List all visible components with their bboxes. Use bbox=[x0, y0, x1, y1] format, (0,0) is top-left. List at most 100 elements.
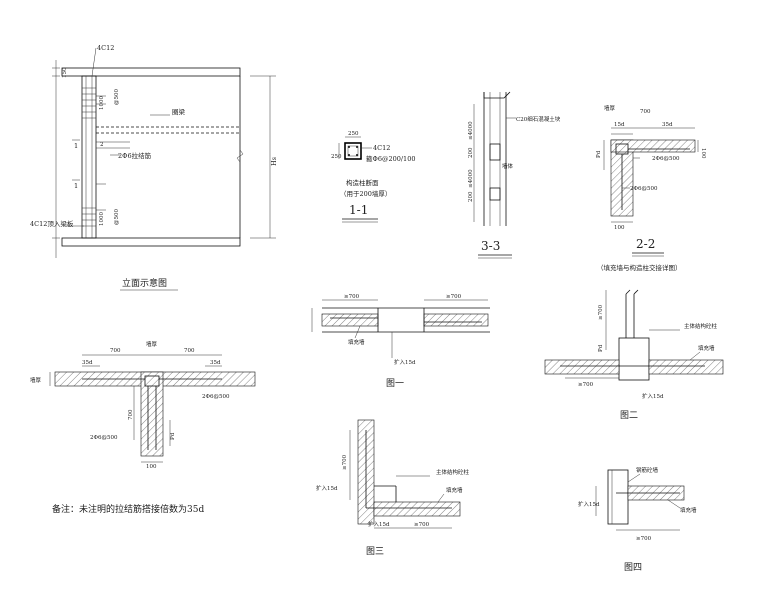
section-1-1-width: 250 bbox=[348, 131, 359, 137]
fig3-dim-h: ≥700 bbox=[414, 522, 430, 528]
fig3-col-label: 主体结构砼柱 bbox=[436, 468, 470, 476]
fig2-col-label: 主体结构砼柱 bbox=[684, 322, 718, 330]
section-2-2-dim-pd: Pd bbox=[596, 150, 602, 158]
fig3-wall bbox=[373, 501, 461, 517]
elevation-section-mark-1b: 1 bbox=[74, 182, 78, 190]
fig3-wall-label: 填充墙 bbox=[446, 486, 463, 494]
figure-1: ≥700 ≥700 填充墙 扩入15d 图一 bbox=[311, 294, 490, 389]
section-2-2-dim-15d: 15d bbox=[614, 122, 625, 128]
section-1-1-rebar: 4C12 bbox=[373, 144, 390, 152]
figure-4: 钢筋砼墙 填充墙 扩入15d ≥700 图四 bbox=[578, 466, 697, 573]
fig2-dim-h: ≥700 bbox=[578, 382, 594, 388]
fig1-anchor: 扩入15d bbox=[394, 358, 416, 366]
plan-t-dim-pd: Pd bbox=[170, 432, 176, 440]
fig2-dim-v: ≥700 bbox=[598, 304, 604, 320]
section-1-1-title: 1-1 bbox=[349, 203, 368, 217]
fig4-wall-label: 填充墙 bbox=[680, 506, 697, 514]
section-3-3-wall-label: 墙体 bbox=[502, 162, 514, 170]
fig1-title: 图一 bbox=[386, 378, 404, 389]
plan-t-dim-left: 700 bbox=[110, 348, 121, 354]
fig3-anchor-h: 扩入15d bbox=[368, 520, 390, 528]
fig2-title: 图二 bbox=[620, 410, 638, 421]
fig1-wall-left bbox=[321, 313, 379, 327]
figure-3: 主体结构砼柱 填充墙 ≥700 扩入15d 扩入15d ≥700 图三 bbox=[316, 419, 470, 557]
section-1-1: 250 250 4C12 箍Φ6@200/100 构造柱断面 （用于200墙厚）… bbox=[331, 131, 415, 223]
elevation-dim-150: 150 bbox=[62, 67, 68, 78]
fig2-column bbox=[618, 337, 650, 381]
section-2-2-rebar-right: 2Φ6@500 bbox=[652, 155, 680, 162]
fig4-col-label: 钢筋砼墙 bbox=[636, 466, 659, 474]
plan-t-column bbox=[140, 371, 164, 457]
fig2-wall-left bbox=[544, 359, 620, 375]
plan-t-wall-thick: 墙厚 bbox=[146, 340, 158, 348]
fig3-dim-v: ≥700 bbox=[342, 454, 348, 470]
plan-t-dim-35d-l: 35d bbox=[82, 360, 93, 366]
plan-t-dim-700v: 700 bbox=[128, 409, 134, 420]
section-3-3-block-2 bbox=[489, 187, 501, 201]
fig2-anchor: 扩入15d bbox=[642, 392, 664, 400]
fig4-dim-h: ≥700 bbox=[636, 536, 652, 542]
section-3-3-beam-label: C20细石混凝土块 bbox=[516, 115, 561, 123]
section-2-2-wall-thick: 墙厚 bbox=[604, 104, 616, 112]
remark-note: 备注：未注明的拉结筋搭接倍数为35d bbox=[52, 503, 204, 515]
plan-t-dim-35d-r: 35d bbox=[210, 360, 221, 366]
section-2-2-dim-700: 700 bbox=[640, 109, 651, 115]
section-2-2-rebar-down: 2Φ6@500 bbox=[630, 185, 658, 192]
fig4-anchor: 扩入15d bbox=[578, 500, 600, 508]
elevation-bottom-slab bbox=[61, 237, 241, 247]
elevation-top-slab bbox=[61, 67, 241, 77]
fig2-wall-right bbox=[648, 359, 724, 375]
elevation-tie-label: 2Φ6拉结筋 bbox=[118, 151, 152, 160]
section-3-3-dim-200a: 200 bbox=[468, 147, 474, 158]
plan-t-rebar-h: 2Φ6@500 bbox=[202, 393, 230, 400]
elevation-top-rebar: 4C12 bbox=[97, 44, 114, 52]
section-3-3-dim-mid: ≤4000 bbox=[468, 169, 474, 188]
elevation-dim-1000-top: 1000 bbox=[99, 96, 105, 110]
section-2-2-dim-35d: 35d bbox=[662, 122, 673, 128]
fig2-wall-label: 填充墙 bbox=[698, 344, 715, 352]
plan-t-junction: 墙厚 700 700 35d 35d 2Φ6@500 2Φ6@500 700 P… bbox=[30, 340, 256, 470]
fig2-dim-pd: Pd bbox=[598, 344, 604, 352]
fig1-wall-label: 填充墙 bbox=[348, 338, 365, 346]
elevation-diagram: 4C12 150 1000 @500 圈梁 2Φ6拉结筋 1 1 2 1000 … bbox=[30, 44, 278, 291]
plan-t-dim-100: 100 bbox=[146, 464, 157, 470]
section-3-3-dim-top: ≤4000 bbox=[468, 121, 474, 140]
elevation-beam-label: 圈梁 bbox=[172, 107, 186, 116]
section-3-3-dim-200b: 200 bbox=[468, 191, 474, 202]
elevation-height-label: Hs bbox=[270, 157, 278, 166]
section-2-2: 墙厚 700 15d 35d 100 2Φ6@500 2Φ6@500 Pd 10… bbox=[596, 104, 706, 272]
elevation-bottom-rebar: 4C12顶入梁板 bbox=[30, 219, 74, 228]
section-2-2-dim-100: 100 bbox=[700, 148, 706, 159]
section-3-3: C20细石混凝土块 墙体 ≤4000 200 ≤4000 200 3-3 bbox=[468, 91, 561, 259]
section-2-2-caption: （填充墙与构造柱交接详图） bbox=[597, 263, 682, 272]
elevation-dim-500-bottom: @500 bbox=[113, 209, 120, 225]
section-1-1-column bbox=[344, 142, 362, 160]
section-2-2-title: 2-2 bbox=[636, 237, 655, 251]
fig1-dim-right: ≥700 bbox=[446, 294, 462, 300]
fig4-column bbox=[607, 469, 629, 525]
section-2-2-dim-bottom: 100 bbox=[614, 225, 625, 231]
elevation-section-mark-2: 2 bbox=[100, 142, 104, 148]
fig4-title: 图四 bbox=[624, 562, 642, 573]
elevation-column bbox=[81, 75, 97, 239]
section-1-1-note-2: （用于200墙厚） bbox=[340, 189, 391, 198]
elevation-title: 立面示意图 bbox=[122, 277, 167, 289]
section-1-1-stirrup: 箍Φ6@200/100 bbox=[366, 154, 415, 163]
figure-2: 主体结构砼柱 填充墙 ≥700 Pd ≥700 扩入15d 图二 bbox=[544, 289, 724, 421]
elevation-section-mark-1: 1 bbox=[74, 142, 78, 150]
plan-t-dim-right: 700 bbox=[184, 348, 195, 354]
elevation-dim-1000-bottom: 1000 bbox=[99, 212, 105, 226]
fig3-anchor-v: 扩入15d bbox=[316, 484, 338, 492]
fig1-dim-left: ≥700 bbox=[344, 294, 360, 300]
section-3-3-block-1 bbox=[489, 143, 501, 161]
fig3-title: 图三 bbox=[366, 546, 384, 557]
section-1-1-note-1: 构造柱断面 bbox=[346, 178, 379, 187]
elevation-dim-500-top: @500 bbox=[113, 89, 120, 105]
section-3-3-title: 3-3 bbox=[481, 239, 500, 253]
fig1-wall-right bbox=[423, 313, 489, 327]
section-2-2-wall bbox=[610, 139, 696, 153]
section-1-1-height: 250 bbox=[331, 154, 342, 160]
plan-t-left-label: 墙厚 bbox=[30, 376, 42, 384]
plan-t-rebar-v: 2Φ6@500 bbox=[90, 434, 118, 441]
